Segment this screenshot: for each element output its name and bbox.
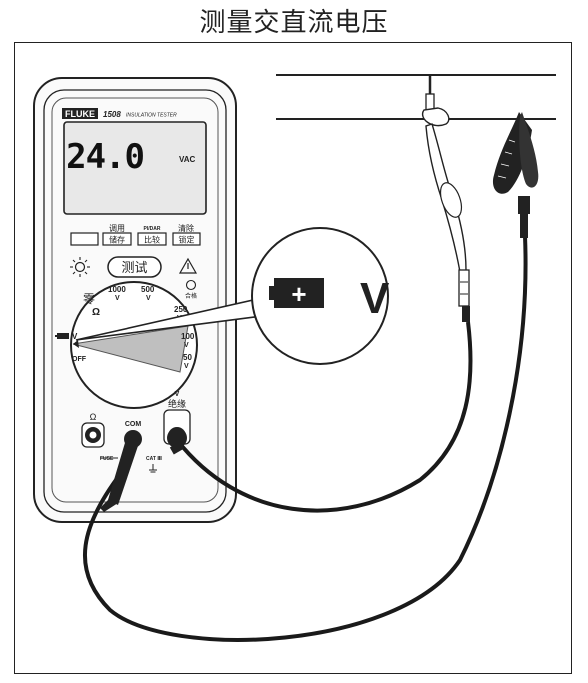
backlight-icon[interactable] <box>70 257 90 277</box>
red-test-lead <box>175 321 473 513</box>
lock-button-label: 锁定 <box>179 235 195 245</box>
page-title: 测量交直流电压 <box>199 8 389 38</box>
compare-button[interactable] <box>137 232 167 246</box>
illustration-frame <box>14 42 572 674</box>
dial-label-100-unit: V <box>184 342 189 349</box>
compare-button-label: 比较 <box>144 235 160 245</box>
cat-label: CAT Ⅲ <box>146 456 162 462</box>
button-top-label-1: 调用 <box>109 224 125 233</box>
dial-pointer-band <box>72 325 189 373</box>
brand-name: FLUKE <box>65 109 95 119</box>
ground-icon <box>149 464 157 473</box>
dial-label-ohm: Ω <box>92 307 100 318</box>
lcd-unit: VAC <box>179 155 196 164</box>
dial-label-volt: V <box>72 332 78 341</box>
dial-label-500-unit: V <box>146 295 151 302</box>
pass-label: 合格 <box>185 292 197 300</box>
dial-label-500: 500 <box>141 285 155 294</box>
model-number: 1508 <box>103 110 121 119</box>
dial-label-1000-unit: V <box>115 295 120 302</box>
dial-label-250: 250 <box>174 305 188 314</box>
test-probe <box>421 76 470 322</box>
callout-battery-icon <box>274 278 324 308</box>
function-button-blank[interactable] <box>70 232 99 246</box>
lcd-display <box>63 121 207 215</box>
rotary-dial[interactable] <box>70 281 198 409</box>
brand-logo <box>62 108 98 119</box>
model-subtitle: INSULATION TESTER <box>126 113 177 119</box>
dial-battery-icon <box>55 333 69 339</box>
dial-pointer <box>73 340 79 348</box>
store-button-label: 储存 <box>109 235 125 245</box>
multimeter: FLUKE 1508 INSULATION TESTER 24.0 VAC 调用… <box>33 77 237 523</box>
lock-button[interactable] <box>172 232 201 246</box>
fuse-label: FUSE <box>100 456 114 462</box>
test-button[interactable] <box>107 256 162 278</box>
v-plug <box>167 428 187 455</box>
warning-icon <box>178 257 198 274</box>
dial-label-1000: 1000 <box>108 285 126 294</box>
jack-ohm-label: Ω <box>90 412 97 422</box>
com-plug <box>100 436 140 512</box>
store-button[interactable] <box>102 232 132 246</box>
callout: + V <box>75 227 390 365</box>
dial-label-off: OFF <box>72 356 87 363</box>
button-top-label-2: PI/DAR <box>144 226 161 232</box>
jack-com-label: COM <box>125 421 142 428</box>
jack-insulation-label: 绝缘 <box>168 398 186 410</box>
jack-v-label: V <box>175 391 180 398</box>
button-top-label-3: 清除 <box>178 223 194 233</box>
lcd-reading: 24.0 <box>66 137 144 177</box>
dial-label-50-unit: V <box>184 363 189 370</box>
dial-label-100: 100 <box>181 332 195 341</box>
dial-label-zero: 零 <box>83 292 95 306</box>
callout-volt-label: V <box>360 274 390 323</box>
alligator-clip <box>492 112 539 238</box>
callout-plus: + <box>291 279 306 309</box>
test-button-label: 测试 <box>121 261 147 276</box>
dial-label-50: 50 <box>183 353 192 362</box>
black-test-lead <box>82 235 528 642</box>
pass-indicator-icon <box>185 279 197 291</box>
